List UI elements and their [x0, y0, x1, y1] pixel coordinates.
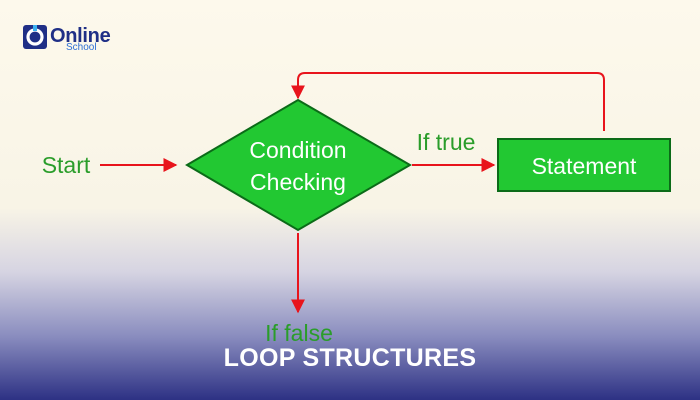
decision-diamond: [185, 98, 412, 232]
statement-label: Statement: [532, 153, 637, 179]
start-label: Start: [42, 152, 91, 178]
brand-sub: School: [66, 42, 97, 53]
decision-label-line1: Condition: [249, 137, 346, 163]
loop-back-arrow: [291, 72, 605, 131]
false-label: If false: [265, 320, 333, 346]
brand-logo-icon: [23, 25, 47, 49]
brand-name: Online: [50, 25, 111, 47]
true-label: If true: [417, 129, 476, 155]
statement-box: [497, 138, 671, 192]
page-title: LOOP STRUCTURES: [223, 344, 477, 372]
decision-label-line2: Checking: [250, 169, 346, 195]
brand-logo: Online School: [22, 22, 114, 54]
